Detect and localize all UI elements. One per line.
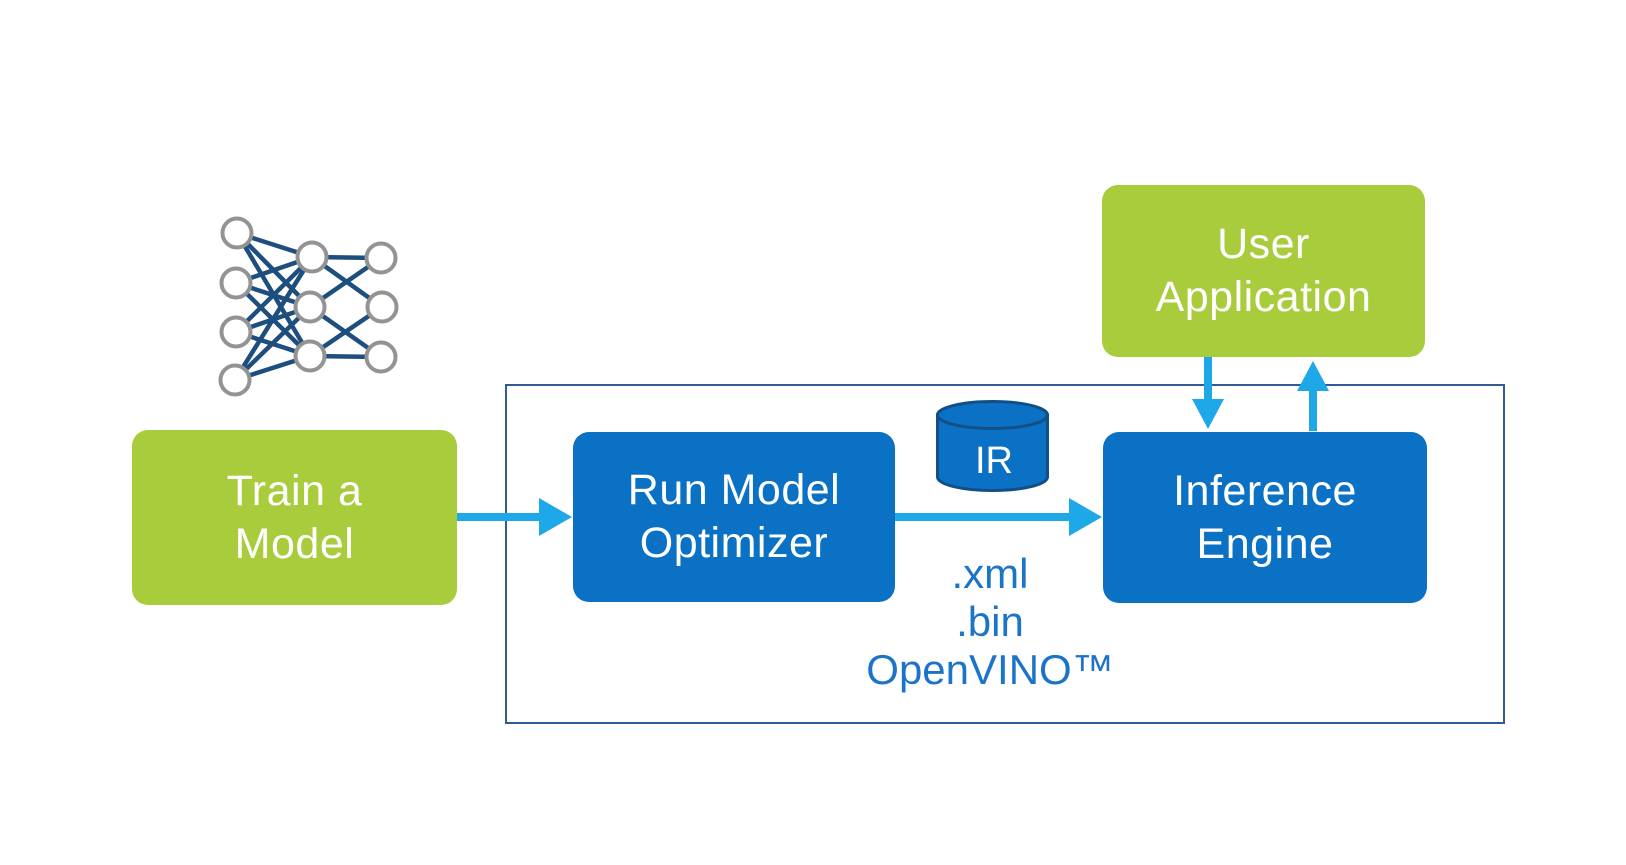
openvino-boundary-box	[505, 384, 1505, 724]
inference-engine-label: Inference Engine	[1173, 466, 1357, 568]
neural-network-icon	[218, 216, 399, 397]
ir-label: IR	[975, 440, 1013, 482]
ir-database-icon: IR	[936, 400, 1049, 492]
nn-nodes	[218, 216, 399, 397]
user-application-label: User Application	[1155, 220, 1372, 321]
ir-file-formats-text: .xml .bin OpenVINO™	[866, 550, 1114, 693]
model-optimizer-label: Run Model Optimizer	[627, 466, 841, 567]
inference-engine-box: Inference Engine	[1103, 432, 1427, 603]
train-model-label: Train a Model	[226, 466, 363, 568]
model-optimizer-box: Run Model Optimizer	[573, 432, 895, 602]
train-model-box: Train a Model	[132, 430, 457, 605]
user-application-box: User Application	[1102, 185, 1425, 357]
